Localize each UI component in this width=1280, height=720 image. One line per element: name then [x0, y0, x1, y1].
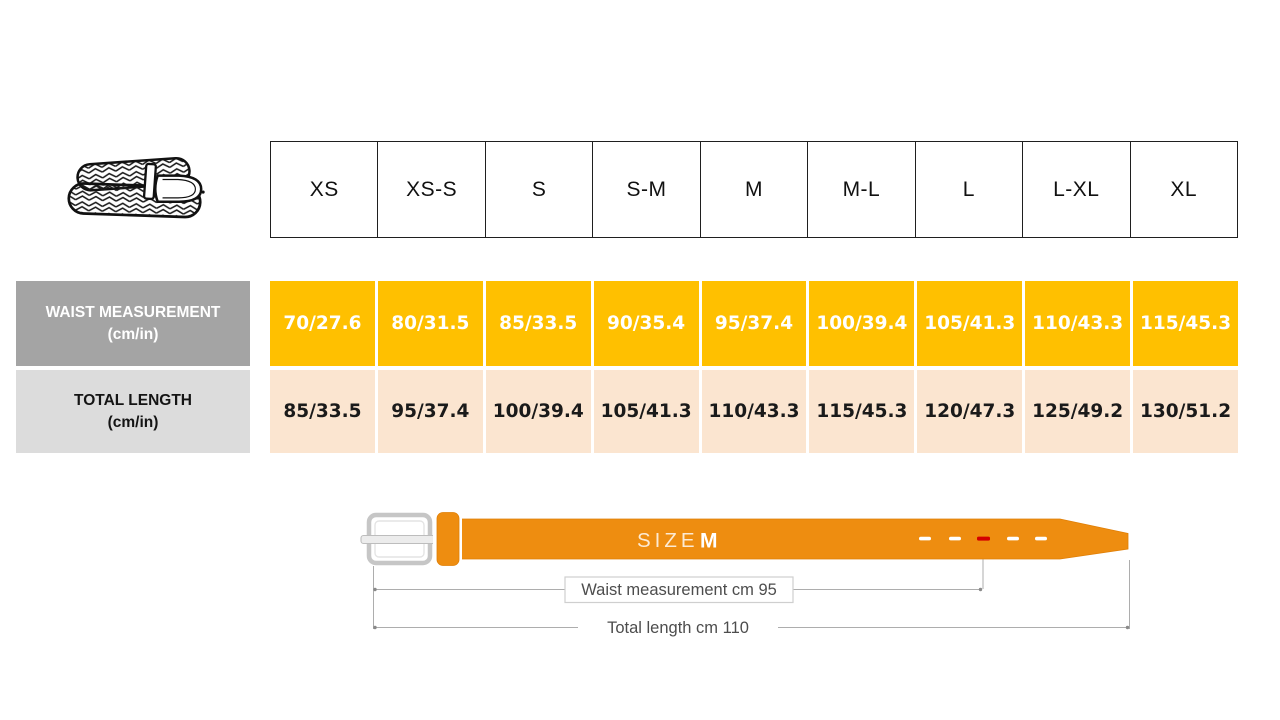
braided-belt-icon [67, 156, 205, 219]
waist-label-line2: (cm/in) [107, 325, 159, 343]
waist-value-cell-2: 80/31.5 [377, 281, 483, 366]
length-value-cell-4: 105/41.3 [593, 370, 699, 453]
waist-annotation-box [564, 576, 794, 604]
size-header-cell-9: XL [1170, 177, 1198, 201]
total-length-label: TOTAL LENGTH (cm/in) [16, 370, 250, 453]
length-value-cell-7: 120/47.3 [917, 370, 1023, 453]
belt-measurement-diagram: SIZE M Waist measurement cm 95 Total len… [360, 510, 1130, 637]
length-label-line1: TOTAL LENGTH [74, 391, 192, 409]
waist-value-cell-9: 115/45.3 [1133, 281, 1239, 366]
length-value-cell-3: 100/39.4 [485, 370, 591, 453]
belt-strap [451, 518, 1129, 560]
waist-value-cell-1: 70/27.6 [270, 281, 375, 366]
size-header-cell-8: L-XL [1023, 142, 1131, 237]
waist-value-cell-3: 85/33.5 [485, 281, 591, 366]
dimension-endpoints [373, 587, 1130, 630]
belt-keeper [436, 512, 460, 566]
size-header-cell-5: M [701, 142, 809, 237]
size-header-cell-6: M-L [808, 142, 916, 237]
belt-holes [919, 536, 1047, 541]
total-annotation: Total length cm 110 [607, 619, 749, 637]
size-word: SIZE [637, 529, 699, 552]
length-value-cell-9: 130/51.2 [1133, 370, 1239, 453]
size-value: M [700, 530, 718, 553]
size-header-cell-4: S-M [593, 142, 701, 237]
waist-measurement-label: WAIST MEASUREMENT (cm/in) [16, 281, 250, 366]
waist-value-cell-6: 100/39.4 [809, 281, 915, 366]
waist-value-cell-4: 90/35.4 [593, 281, 699, 366]
marked-hole [977, 536, 990, 541]
length-value-cell-5: 110/43.3 [701, 370, 807, 453]
size-header-cell-2: XS-S [378, 142, 486, 237]
size-header-cell-1: XS [271, 142, 379, 237]
size-header-cell-7: L [916, 142, 1024, 237]
waist-label-line1: WAIST MEASUREMENT [45, 303, 221, 321]
length-label-line2: (cm/in) [107, 413, 159, 431]
size-header-cell-3: S [486, 142, 594, 237]
length-value-cell-6: 115/45.3 [809, 370, 915, 453]
waist-value-cell-5: 95/37.4 [701, 281, 807, 366]
waist-value-cell-8: 110/43.3 [1025, 281, 1131, 366]
length-value-cell-2: 95/37.4 [377, 370, 483, 453]
waist-annotation: Waist measurement cm 95 [581, 581, 777, 599]
waist-value-cell-7: 105/41.3 [917, 281, 1023, 366]
length-value-cell-8: 125/49.2 [1025, 370, 1131, 453]
length-value-cell-1: 85/33.5 [270, 370, 375, 453]
